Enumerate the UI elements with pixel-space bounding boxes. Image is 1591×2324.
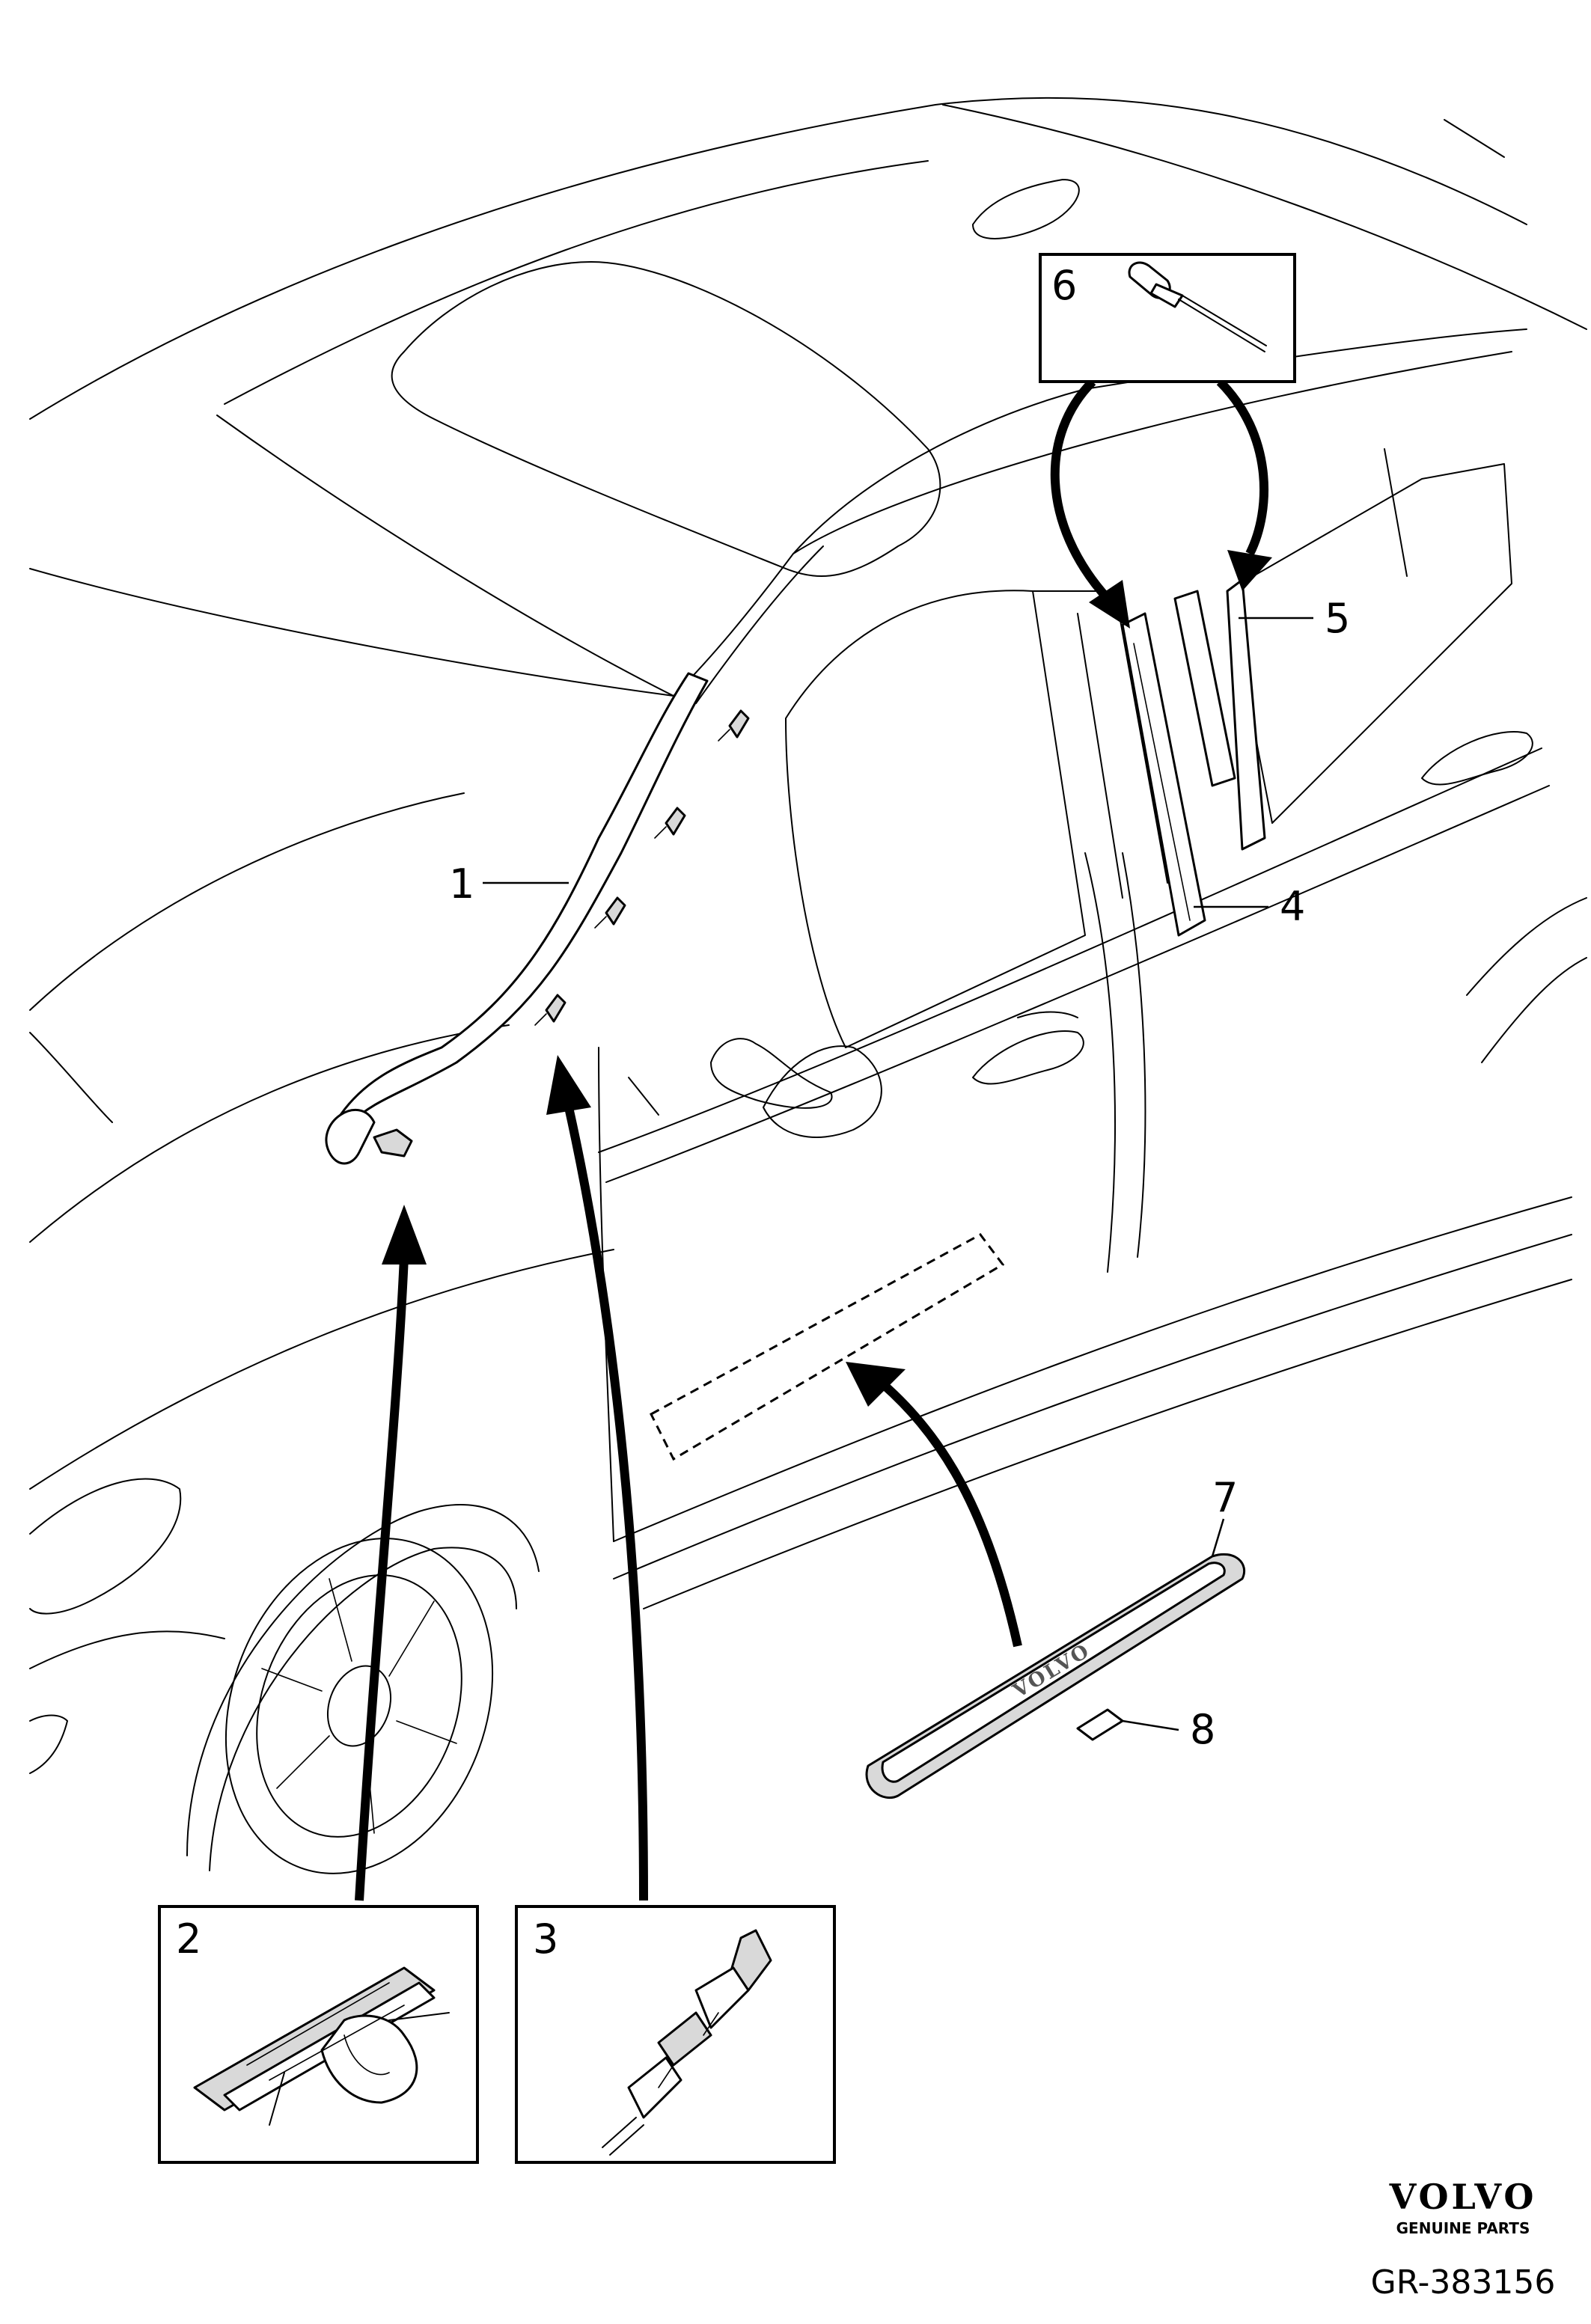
arrow-part-7-head xyxy=(846,1362,906,1407)
part-8-adhesive-pad xyxy=(1076,1708,1124,1741)
detail-box-3: 3 xyxy=(515,1905,836,2164)
detail-box-2: 2 xyxy=(158,1905,479,2164)
brand-logo: VOLVO xyxy=(1389,2177,1537,2217)
fastener-clip-icon xyxy=(193,1966,450,2126)
callout-5: 5 xyxy=(1325,595,1350,642)
arrow-part-2 xyxy=(355,1256,409,1901)
brand-block: VOLVO GENUINE PARTS GR-383156 xyxy=(1371,2177,1556,2302)
callout-2: 2 xyxy=(176,1915,201,1963)
arrow-part-7 xyxy=(880,1380,1022,1648)
leader-7 xyxy=(1211,1518,1225,1557)
arrow-part-3 xyxy=(564,1106,648,1901)
sill-location-outline xyxy=(650,1233,1005,1461)
arrow-part-3-head xyxy=(546,1055,591,1115)
arrow-part-6-to-4 xyxy=(1050,378,1111,602)
part-1-clips xyxy=(373,709,750,1158)
assembly-arrows xyxy=(355,378,1272,1901)
leader-8 xyxy=(1122,1719,1179,1731)
callout-7: 7 xyxy=(1212,1474,1238,1521)
arrow-part-6-to-4-head xyxy=(1089,580,1130,629)
callout-3: 3 xyxy=(533,1915,558,1963)
brand-tagline: GENUINE PARTS xyxy=(1396,2219,1530,2237)
arrow-part-6-to-5-head xyxy=(1227,550,1272,591)
detail-box-6: 6 xyxy=(1039,253,1296,383)
diagram-reference: GR-383156 xyxy=(1371,2263,1556,2302)
arrow-part-6-to-5 xyxy=(1216,378,1269,556)
arrow-part-2-head xyxy=(382,1205,427,1265)
callout-4: 4 xyxy=(1280,883,1305,930)
part-1-a-pillar-molding xyxy=(325,672,709,1165)
part-4-b-pillar-trim-front xyxy=(1121,612,1206,937)
car-body-outline xyxy=(29,97,1587,1874)
retainer-clip-icon xyxy=(602,1929,772,2156)
callout-1: 1 xyxy=(449,860,474,908)
part-5-b-pillar-trim-rear xyxy=(1173,578,1266,851)
callout-labels: 1 4 5 7 8 xyxy=(449,595,1350,1753)
callout-6: 6 xyxy=(1051,262,1077,309)
wheel-spokes xyxy=(261,1578,457,1834)
callout-8: 8 xyxy=(1190,1706,1215,1753)
part-7-sill-plate: VOLVO xyxy=(865,1553,1246,1799)
rivet-icon xyxy=(1128,261,1267,352)
